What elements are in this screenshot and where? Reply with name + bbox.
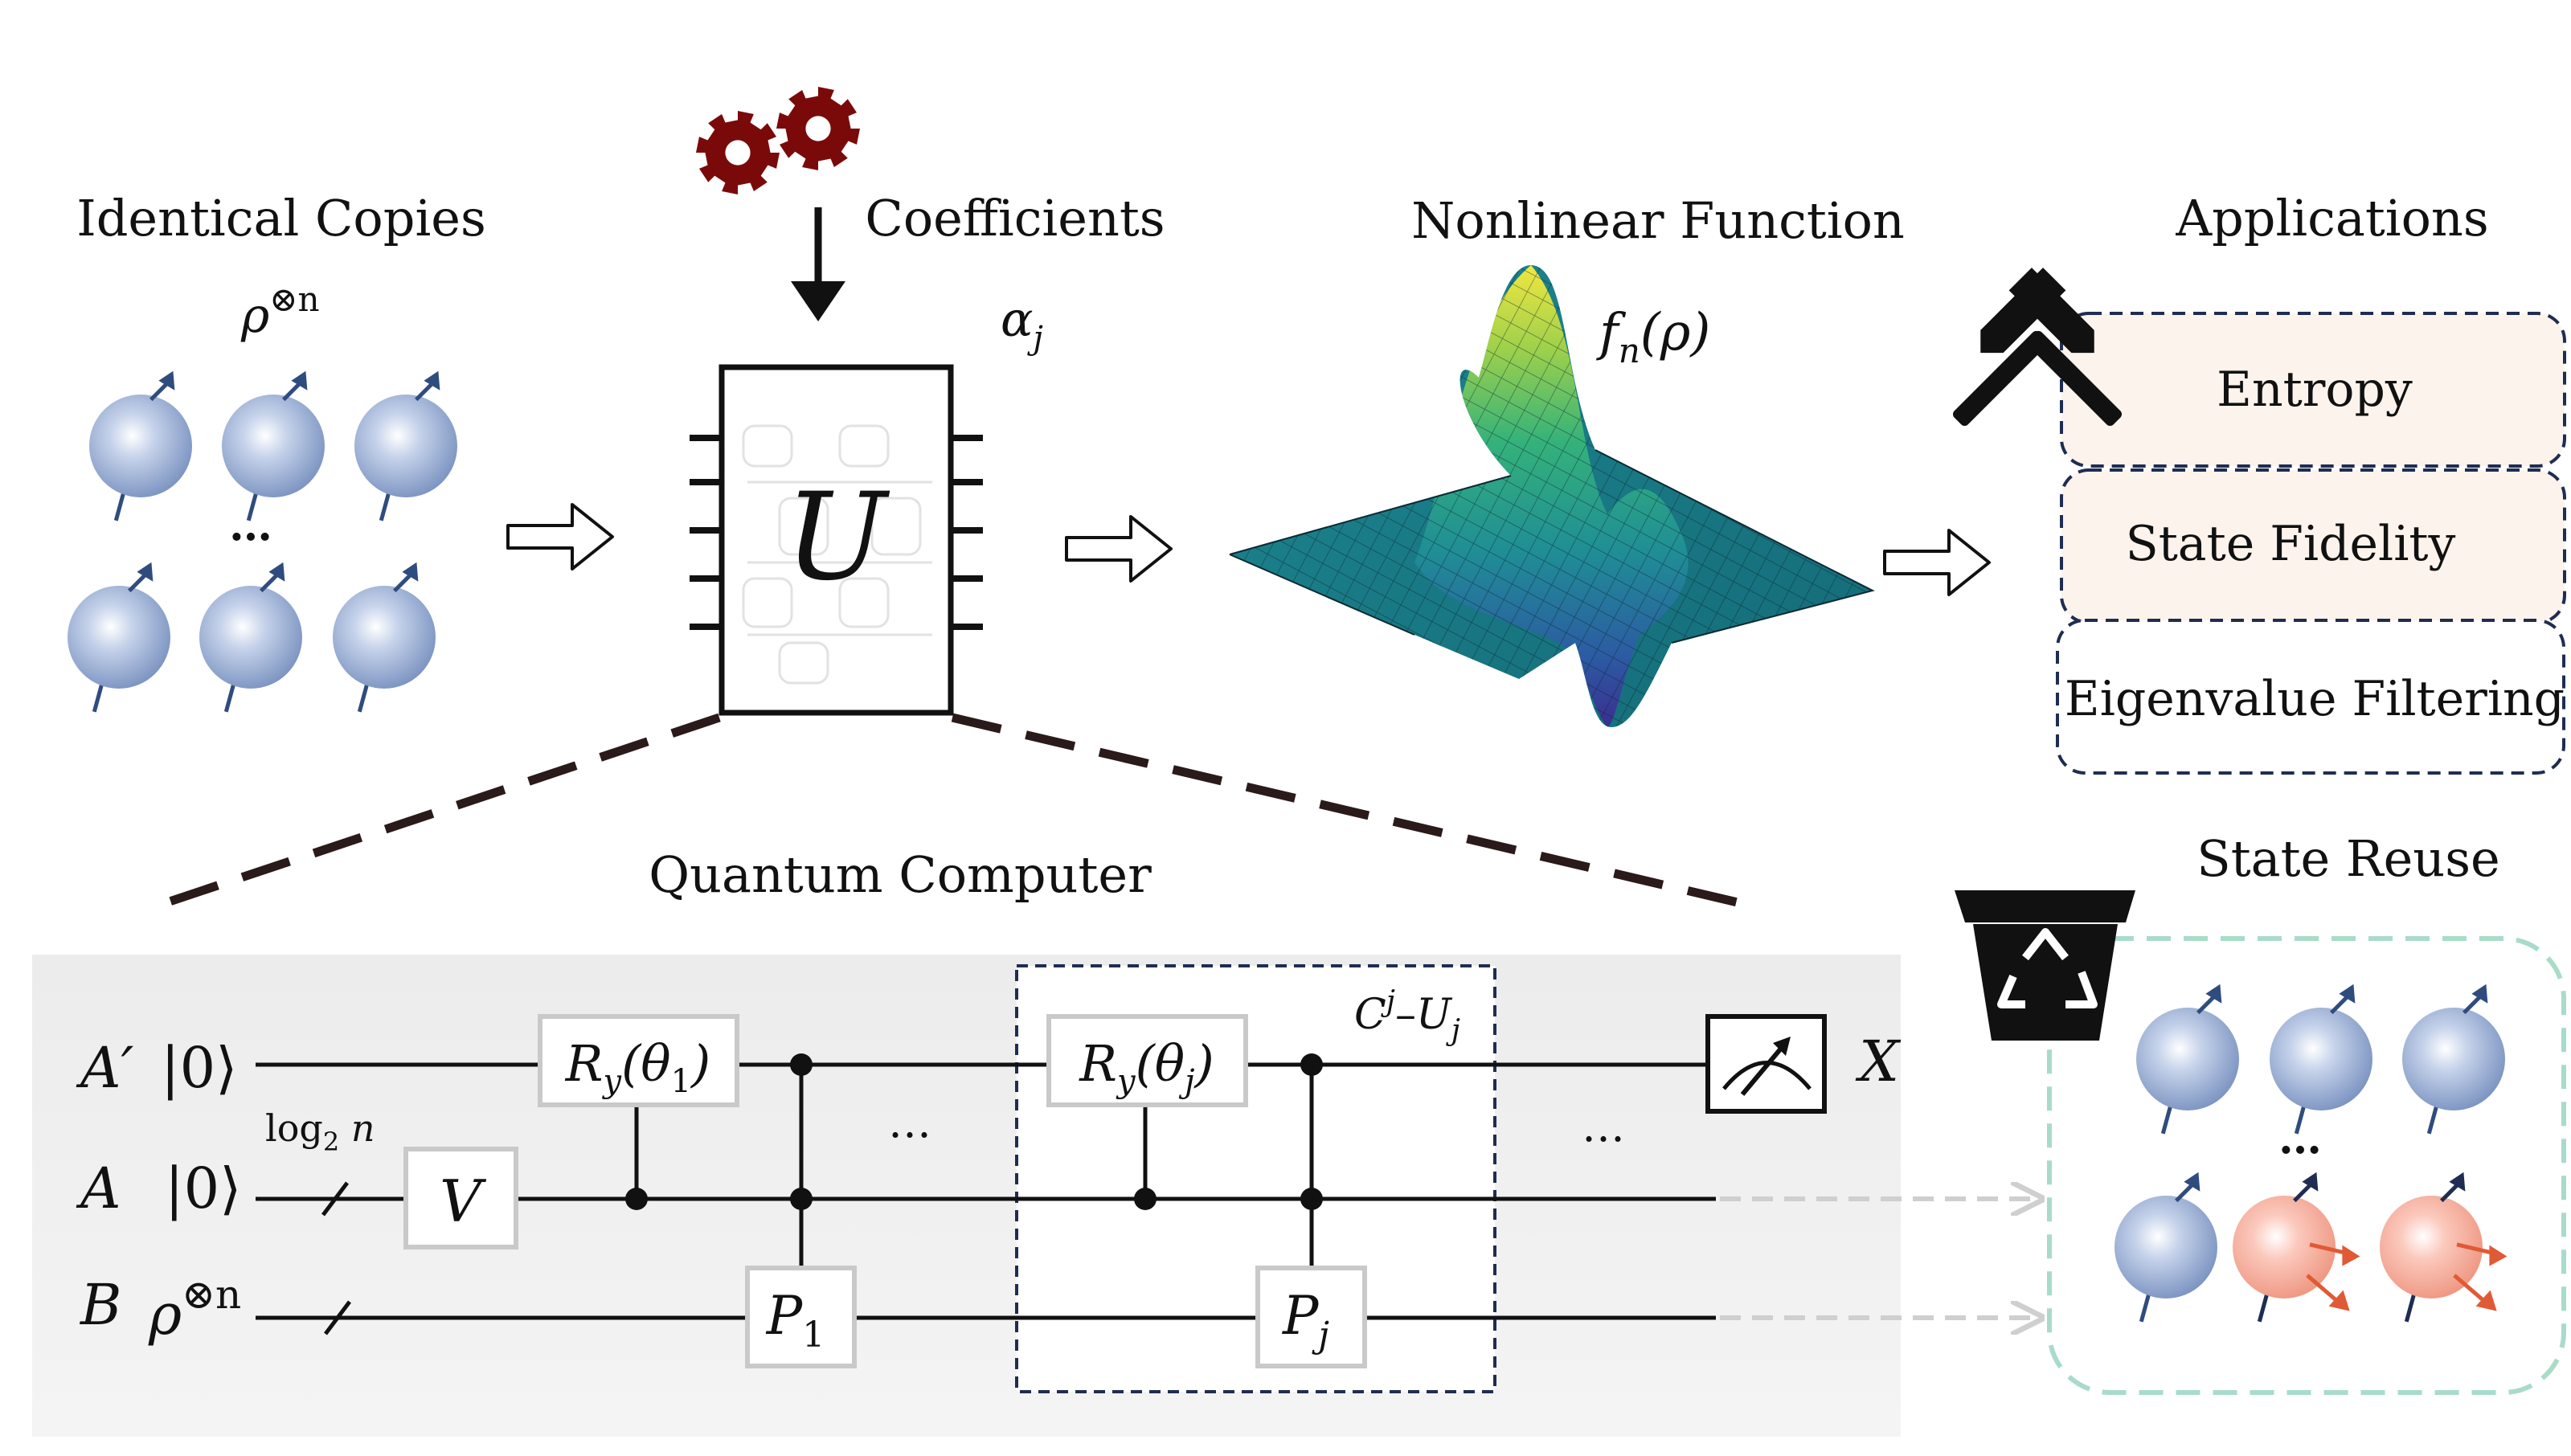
- qubit-copy-4: [68, 562, 170, 713]
- identical-copies-heading: Identical Copies: [76, 189, 486, 247]
- identical-copies-qubits: [68, 370, 457, 713]
- circuit-ellipsis-1: …: [888, 1097, 931, 1147]
- hollow-arrow-icon: [1883, 529, 1991, 596]
- reused-qubit-1: [2136, 984, 2239, 1135]
- gate-pj-label: Pj: [1282, 1285, 1329, 1356]
- qubit-copy-6: [333, 562, 436, 713]
- alpha-j-label: αj: [1001, 292, 1043, 357]
- gate-p1: P1: [745, 1266, 857, 1368]
- reused-qubits: [2115, 984, 2508, 1323]
- copies-ellipsis: …: [229, 499, 272, 550]
- coefficients-heading: Coefficients: [865, 189, 1165, 247]
- gate-v-label: V: [440, 1168, 487, 1235]
- unitary-block: U: [690, 364, 983, 716]
- gate-ry-theta1: Ry(θ1): [538, 1014, 739, 1107]
- application-state-fidelity: State Fidelity: [2126, 516, 2456, 572]
- application-entropy: Entropy: [2217, 362, 2413, 418]
- rho-tensor-n-label: ρ⊗n: [240, 280, 320, 344]
- gate-p1-label: P1: [766, 1285, 825, 1356]
- nonlinear-function-heading: Nonlinear Function: [1411, 191, 1905, 250]
- application-eigenvalue-filtering: Eigenvalue Filtering: [2065, 671, 2565, 727]
- recycle-bin-icon: [1955, 890, 2135, 1041]
- reuse-arrows: [1720, 1199, 2041, 1318]
- wire-state-a: |0⟩: [165, 1155, 241, 1221]
- applications-list: Entropy State Fidelity Eigenvalue Filter…: [2056, 312, 2566, 775]
- applications-heading: Applications: [2175, 189, 2488, 247]
- hollow-arrow-icon: [1065, 515, 1173, 583]
- hollow-arrow-icon: [506, 503, 614, 571]
- controlled-unitary-label: Cj–Uj: [1354, 985, 1460, 1047]
- f-n-rho-label: fn(ρ): [1596, 303, 1710, 370]
- gears-icon: [696, 87, 860, 194]
- meter-icon: [1705, 1014, 1827, 1114]
- wire-label-a: A: [76, 1155, 121, 1221]
- discarded-qubit-2: [2380, 1172, 2508, 1323]
- quantum-computer-heading: Quantum Computer: [649, 845, 1152, 904]
- gate-ry-thetaj-label: Ry(θj): [1079, 1034, 1214, 1100]
- reused-qubit-4: [2115, 1172, 2217, 1323]
- unitary-label: U: [785, 468, 890, 607]
- qubit-copy-3: [354, 370, 457, 521]
- control-lines: [634, 1065, 1314, 1268]
- register-size-label: log2 n: [265, 1106, 375, 1157]
- state-reuse-heading: State Reuse: [2196, 829, 2499, 888]
- measurement-output-x: X: [1855, 1029, 1902, 1094]
- hammers-icon: [1953, 268, 2122, 426]
- wire-label-a-prime: A′: [76, 1035, 134, 1101]
- wire-label-b: B: [79, 1272, 121, 1338]
- qubit-copy-1: [89, 370, 192, 521]
- qubit-copy-2: [222, 370, 325, 521]
- gate-ry-theta1-label: Ry(θ1): [565, 1034, 710, 1100]
- gate-ry-thetaj: Ry(θj): [1046, 1014, 1248, 1107]
- reused-qubit-2: [2270, 984, 2372, 1135]
- control-dots: [625, 1053, 1323, 1210]
- discarded-qubit-1: [2233, 1172, 2360, 1323]
- gate-v: V: [403, 1147, 518, 1249]
- nonlinear-surface-plot: [1229, 265, 1875, 727]
- reuse-ellipsis: …: [2278, 1112, 2322, 1164]
- state-reuse-box: [2047, 936, 2566, 1395]
- reused-qubit-3: [2402, 984, 2505, 1135]
- projection-lines: [154, 713, 1756, 911]
- wire-state-b: ρ⊗n: [148, 1271, 241, 1348]
- qubit-copy-5: [199, 562, 302, 713]
- down-arrow-icon: [791, 207, 845, 321]
- wire-state-a-prime: |0⟩: [161, 1035, 237, 1101]
- quantum-computer-panel: [32, 955, 1901, 1437]
- gate-pj: Pj: [1255, 1266, 1367, 1368]
- circuit-ellipsis-2: …: [1582, 1101, 1625, 1151]
